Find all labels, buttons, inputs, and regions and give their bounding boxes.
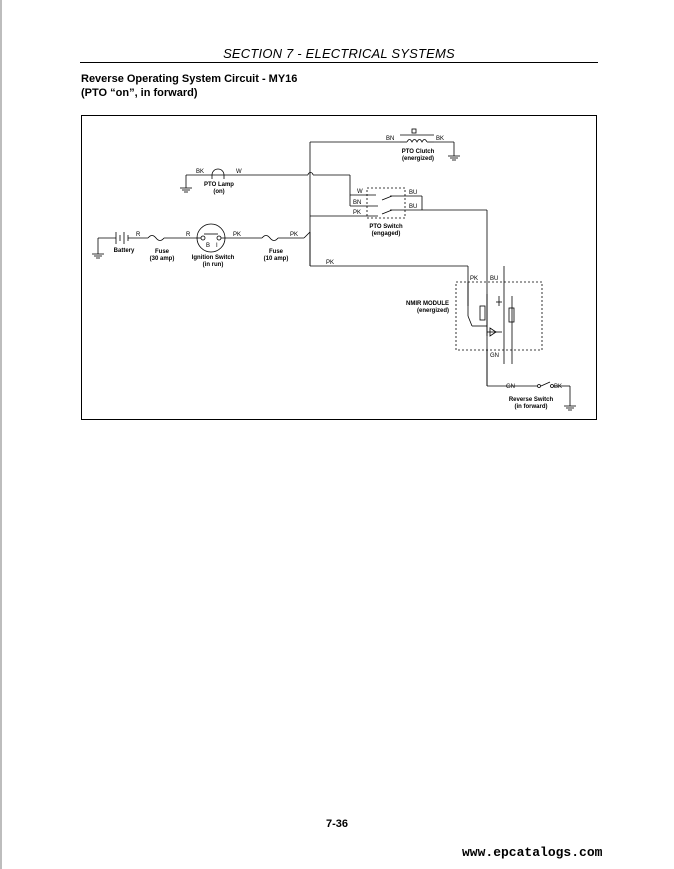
label-pto-switch-state: (engaged) — [372, 231, 401, 237]
label-pto-clutch-state: (energized) — [402, 156, 434, 162]
label-battery: Battery — [114, 248, 135, 254]
diagram-title-line2: (PTO “on”, in forward) — [81, 87, 198, 99]
label-switch-bu-2: BU — [409, 204, 417, 210]
label-module-bu: BU — [490, 276, 498, 282]
label-clutch-bn: BN — [386, 136, 394, 142]
nmir-module-box — [455, 281, 543, 351]
diagram-title: Reverse Operating System Circuit - MY16 … — [81, 72, 297, 100]
label-module-gn: GN — [490, 353, 499, 359]
label-fuse-30: Fuse — [155, 249, 170, 255]
fuse-30-symbol — [147, 235, 165, 241]
label-ignition-switch: Ignition Switch — [192, 255, 235, 261]
pto-switch-box — [366, 187, 406, 219]
label-switch-bn: BN — [353, 200, 361, 206]
label-ignition-b: B — [206, 243, 210, 249]
label-switch-pk: PK — [353, 210, 361, 216]
label-reverse-bk: BK — [554, 384, 562, 390]
label-ignition-state: (in run) — [203, 262, 224, 268]
ground-reverse-icon — [564, 405, 576, 411]
pto-clutch-coil — [406, 139, 428, 143]
page-edge-rule — [0, 0, 2, 869]
label-nmir-module: NMIR MODULE — [406, 301, 449, 307]
fuse-10-symbol — [261, 235, 279, 241]
label-ignition-i: I — [216, 243, 218, 249]
header-divider — [80, 62, 598, 63]
label-pto-switch: PTO Switch — [369, 224, 403, 230]
label-wire-r-1: R — [136, 232, 141, 238]
page-number: 7-36 — [325, 818, 349, 830]
reverse-switch-contact — [540, 381, 551, 387]
label-reverse-state: (in forward) — [515, 404, 548, 410]
label-reverse-gn: GN — [506, 384, 515, 390]
ground-battery-icon — [92, 253, 104, 259]
label-fuse-10-rating: (10 amp) — [264, 256, 289, 262]
diode-symbol — [489, 327, 497, 337]
label-wire-r-2: R — [186, 232, 191, 238]
label-lamp-bk: BK — [196, 169, 204, 175]
watermark: www.epcatalogs.com — [462, 845, 603, 860]
label-pto-lamp: PTO Lamp — [204, 182, 234, 188]
wire-crossover — [307, 172, 314, 176]
pto-lamp-symbol — [206, 168, 230, 179]
label-pto-clutch: PTO Clutch — [402, 149, 435, 155]
label-clutch-bk: BK — [436, 136, 444, 142]
circuit-diagram-frame: BN BK PTO Clutch (energized) BK W PTO La… — [81, 115, 597, 420]
label-fuse-10: Fuse — [269, 249, 284, 255]
label-reverse-switch: Reverse Switch — [509, 397, 554, 403]
ground-lamp-icon — [180, 187, 192, 193]
label-wire-pk-2: PK — [290, 232, 298, 238]
pto-clutch-top — [411, 128, 417, 134]
section-header: SECTION 7 - ELECTRICAL SYSTEMS — [223, 46, 455, 61]
label-switch-w: W — [357, 189, 363, 195]
label-nmir-state: (energized) — [417, 308, 449, 314]
label-module-pk: PK — [470, 276, 478, 282]
label-switch-bu-1: BU — [409, 190, 417, 196]
ground-clutch-icon — [448, 155, 460, 161]
circuit-diagram: BN BK PTO Clutch (energized) BK W PTO La… — [92, 128, 576, 411]
label-wire-pk-1: PK — [233, 232, 241, 238]
label-fuse-30-rating: (30 amp) — [150, 256, 175, 262]
label-pto-lamp-state: (on) — [213, 189, 224, 195]
battery-symbol — [115, 232, 129, 244]
label-lamp-w: W — [236, 169, 242, 175]
diagram-title-line1: Reverse Operating System Circuit - MY16 — [81, 73, 298, 85]
label-wire-pk-3: PK — [326, 260, 334, 266]
